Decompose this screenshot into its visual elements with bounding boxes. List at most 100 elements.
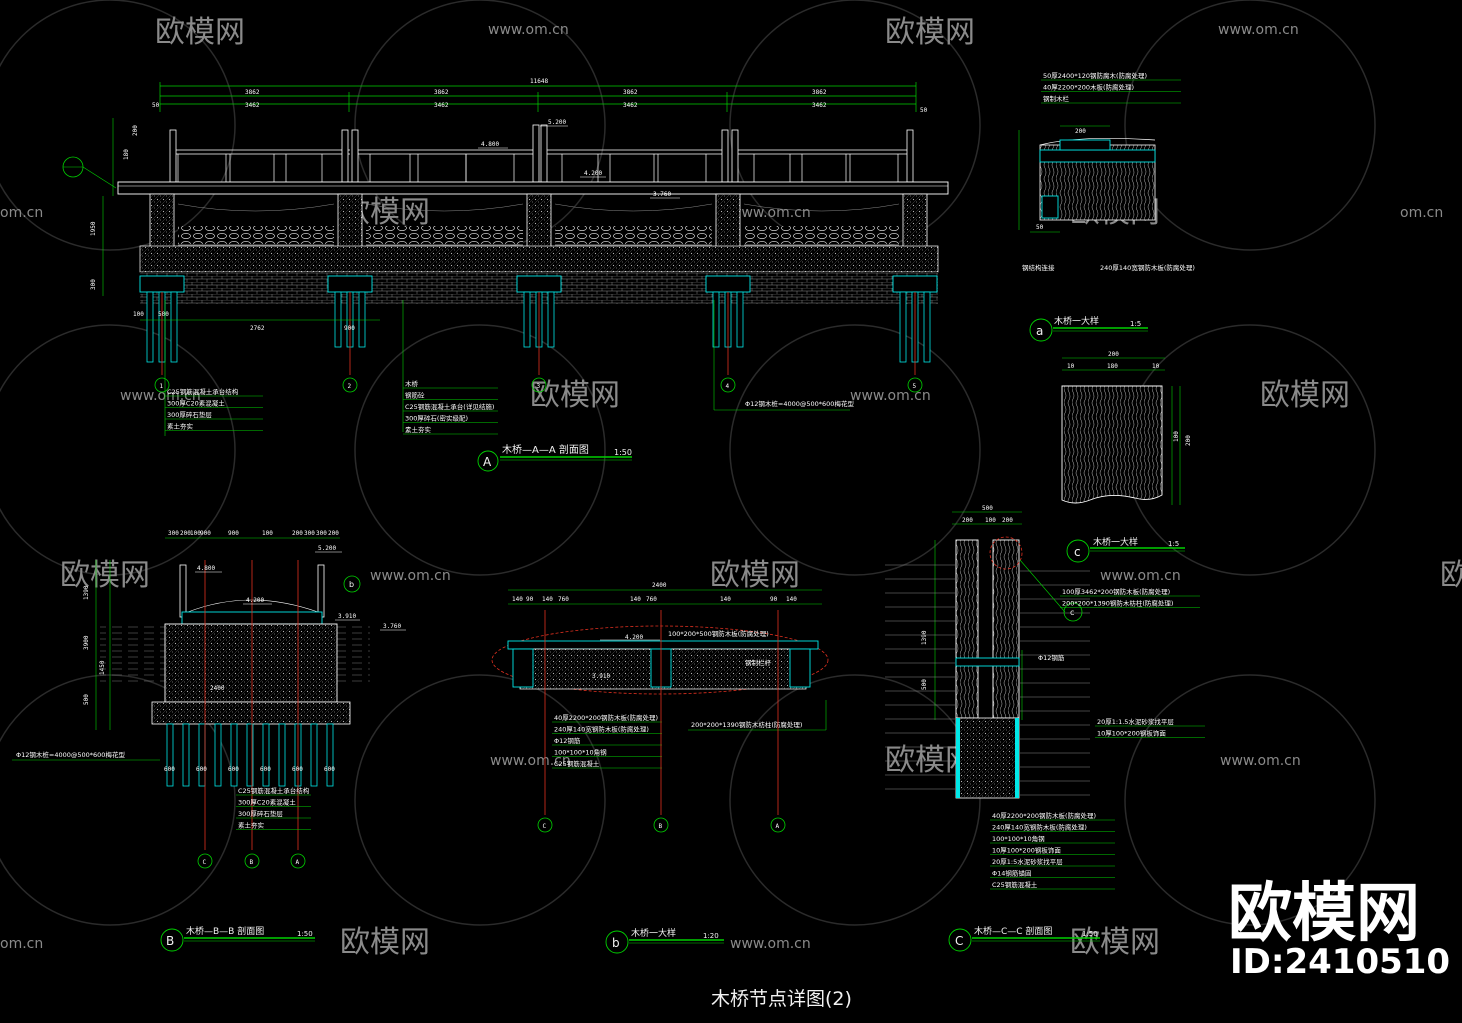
axis-label: B	[659, 823, 663, 830]
watermark-url: om.cn	[0, 936, 43, 952]
cc-note-right: 10厚100*200钢板饰面	[1097, 729, 1166, 738]
cc-note-right: 100厚3462*200钢防木板(防腐处理)	[1062, 587, 1170, 596]
aa-elev-3: 4.200	[584, 170, 602, 177]
watermark-logo: 欧模网	[1228, 877, 1420, 951]
axis-bubble	[290, 853, 306, 869]
da-caption: 木桥一大样	[1054, 315, 1099, 327]
cc-note-right: 20厚1:1.5水泥砂浆找平层	[1097, 717, 1174, 726]
aa-span-4: 3862	[812, 89, 827, 96]
db-dim: 140	[542, 596, 553, 603]
dc-dim-10a: 10	[1067, 363, 1075, 370]
timber-pile	[262, 723, 270, 787]
aa-inner-3: 3462	[623, 102, 638, 109]
bb-side-2: 3900	[83, 635, 90, 650]
watermark-url: www.om.cn	[1220, 753, 1301, 769]
aa-side-300: 300	[90, 279, 97, 290]
aa-bottom-2: 500	[158, 311, 169, 318]
timber-pile	[547, 291, 555, 348]
aa-inner-4: 3462	[812, 102, 827, 109]
db-dim: 140	[720, 596, 731, 603]
axis-bubble	[531, 377, 547, 393]
aa-inner-2: 3462	[434, 102, 449, 109]
bb-caption: 木桥—B—B 剖面图	[186, 925, 264, 937]
dc-dim-100v: 100	[1173, 431, 1180, 442]
axis-label: A	[296, 859, 300, 866]
aa-scale: 1:50	[614, 448, 632, 457]
bb-marker: B	[166, 934, 174, 948]
watermark-url: www.om.cn	[730, 936, 811, 952]
watermark-url: www.om.cn	[1100, 568, 1181, 584]
timber-pile	[523, 291, 531, 348]
aa-elev-2: 5.200	[548, 119, 566, 126]
cc-side-500: 500	[921, 679, 928, 690]
timber-pile	[899, 291, 907, 363]
da-marker: a	[1036, 324, 1043, 338]
aa-note-mid: 300厚碎石(密实级配)	[405, 414, 468, 423]
watermark-url: om.cn	[1400, 205, 1443, 221]
db-note-top2: 钢制栏杆	[745, 658, 772, 667]
bb-side-3: 500	[83, 694, 90, 705]
sheet-title: 木桥节点详图(2)	[711, 988, 852, 1010]
aa-span-2: 3862	[434, 89, 449, 96]
cc-note: C25钢筋混凝土	[992, 880, 1038, 889]
watermark-circle	[729, 324, 981, 576]
detail-c: 200 180 10 10 200 100 c 木桥一大样 1:5	[1061, 351, 1192, 563]
aa-note-mid: 钢筋砼	[405, 391, 425, 400]
dc-dim-10b: 10	[1152, 363, 1160, 370]
axis-bubble	[720, 377, 736, 393]
aa-overall-dim: 11648	[530, 78, 548, 85]
da-note: 钢制木栏	[1043, 94, 1070, 103]
axis-label: A	[776, 823, 780, 830]
db-scale: 1:20	[703, 932, 719, 940]
timber-pile	[198, 723, 206, 787]
aa-note-left: 300厚碎石垫层	[167, 410, 212, 419]
cc-note: 100*100*10角钢	[992, 834, 1045, 843]
timber-pile	[170, 291, 178, 363]
da-dim-200: 200	[1075, 128, 1086, 135]
timber-pile	[214, 723, 222, 787]
timber-pile	[310, 723, 318, 787]
bb-note: 300厚碎石垫层	[238, 809, 283, 818]
timber-pile	[736, 291, 744, 348]
timber-pile	[166, 723, 174, 787]
db-dim: 140	[630, 596, 641, 603]
db-dim: 760	[558, 596, 569, 603]
axis-bubble	[244, 853, 260, 869]
bb-scale: 1:50	[297, 930, 313, 938]
aa-note-left: C25钢筋混凝土承台结构	[167, 387, 239, 396]
aa-end-left: 50	[152, 102, 160, 109]
cc-scale: 1:50	[1082, 930, 1098, 938]
watermark-circle	[1124, 0, 1376, 251]
bb-width: 2400	[210, 685, 225, 692]
gravel-bed	[366, 226, 523, 244]
aa-span-3: 3862	[623, 89, 638, 96]
db-note: Φ12钢筋	[554, 736, 581, 745]
watermark-circle	[1124, 324, 1376, 576]
pile-cap	[516, 275, 562, 293]
watermark-brand: 欧模网	[710, 558, 800, 593]
aa-marker: A	[483, 455, 492, 469]
bb-note: C25钢筋混凝土承台结构	[238, 786, 310, 795]
cc-dim-100: 100	[985, 517, 996, 524]
bb-note: 300厚C20素混凝土	[238, 798, 296, 807]
gravel-bed	[744, 226, 899, 244]
aa-pile-note: Φ12钢木桩=4000@500*600梅花型	[745, 399, 854, 408]
db-overall: 2400	[652, 582, 667, 589]
axis-label: B	[250, 859, 254, 866]
bb-side-1: 1390	[83, 585, 90, 600]
aa-note-left: 素土夯实	[167, 422, 194, 431]
watermark-brand: 欧模网	[340, 925, 430, 960]
timber-pile	[182, 723, 190, 787]
axis-bubble	[342, 377, 358, 393]
timber-pile	[334, 291, 342, 348]
aa-side-180: 180	[123, 149, 130, 160]
bb-top-dim: 900	[228, 530, 239, 537]
bb-pile-dim: 600	[324, 766, 335, 773]
bb-top-dim: 900	[200, 530, 211, 537]
axis-bubble	[770, 817, 786, 833]
da-note: 钢结构连接	[1022, 263, 1055, 272]
da-note: 40厚2200*200木板(防腐处理)	[1043, 83, 1134, 92]
bb-pile-dim: 600	[292, 766, 303, 773]
watermark-circle	[729, 674, 981, 926]
